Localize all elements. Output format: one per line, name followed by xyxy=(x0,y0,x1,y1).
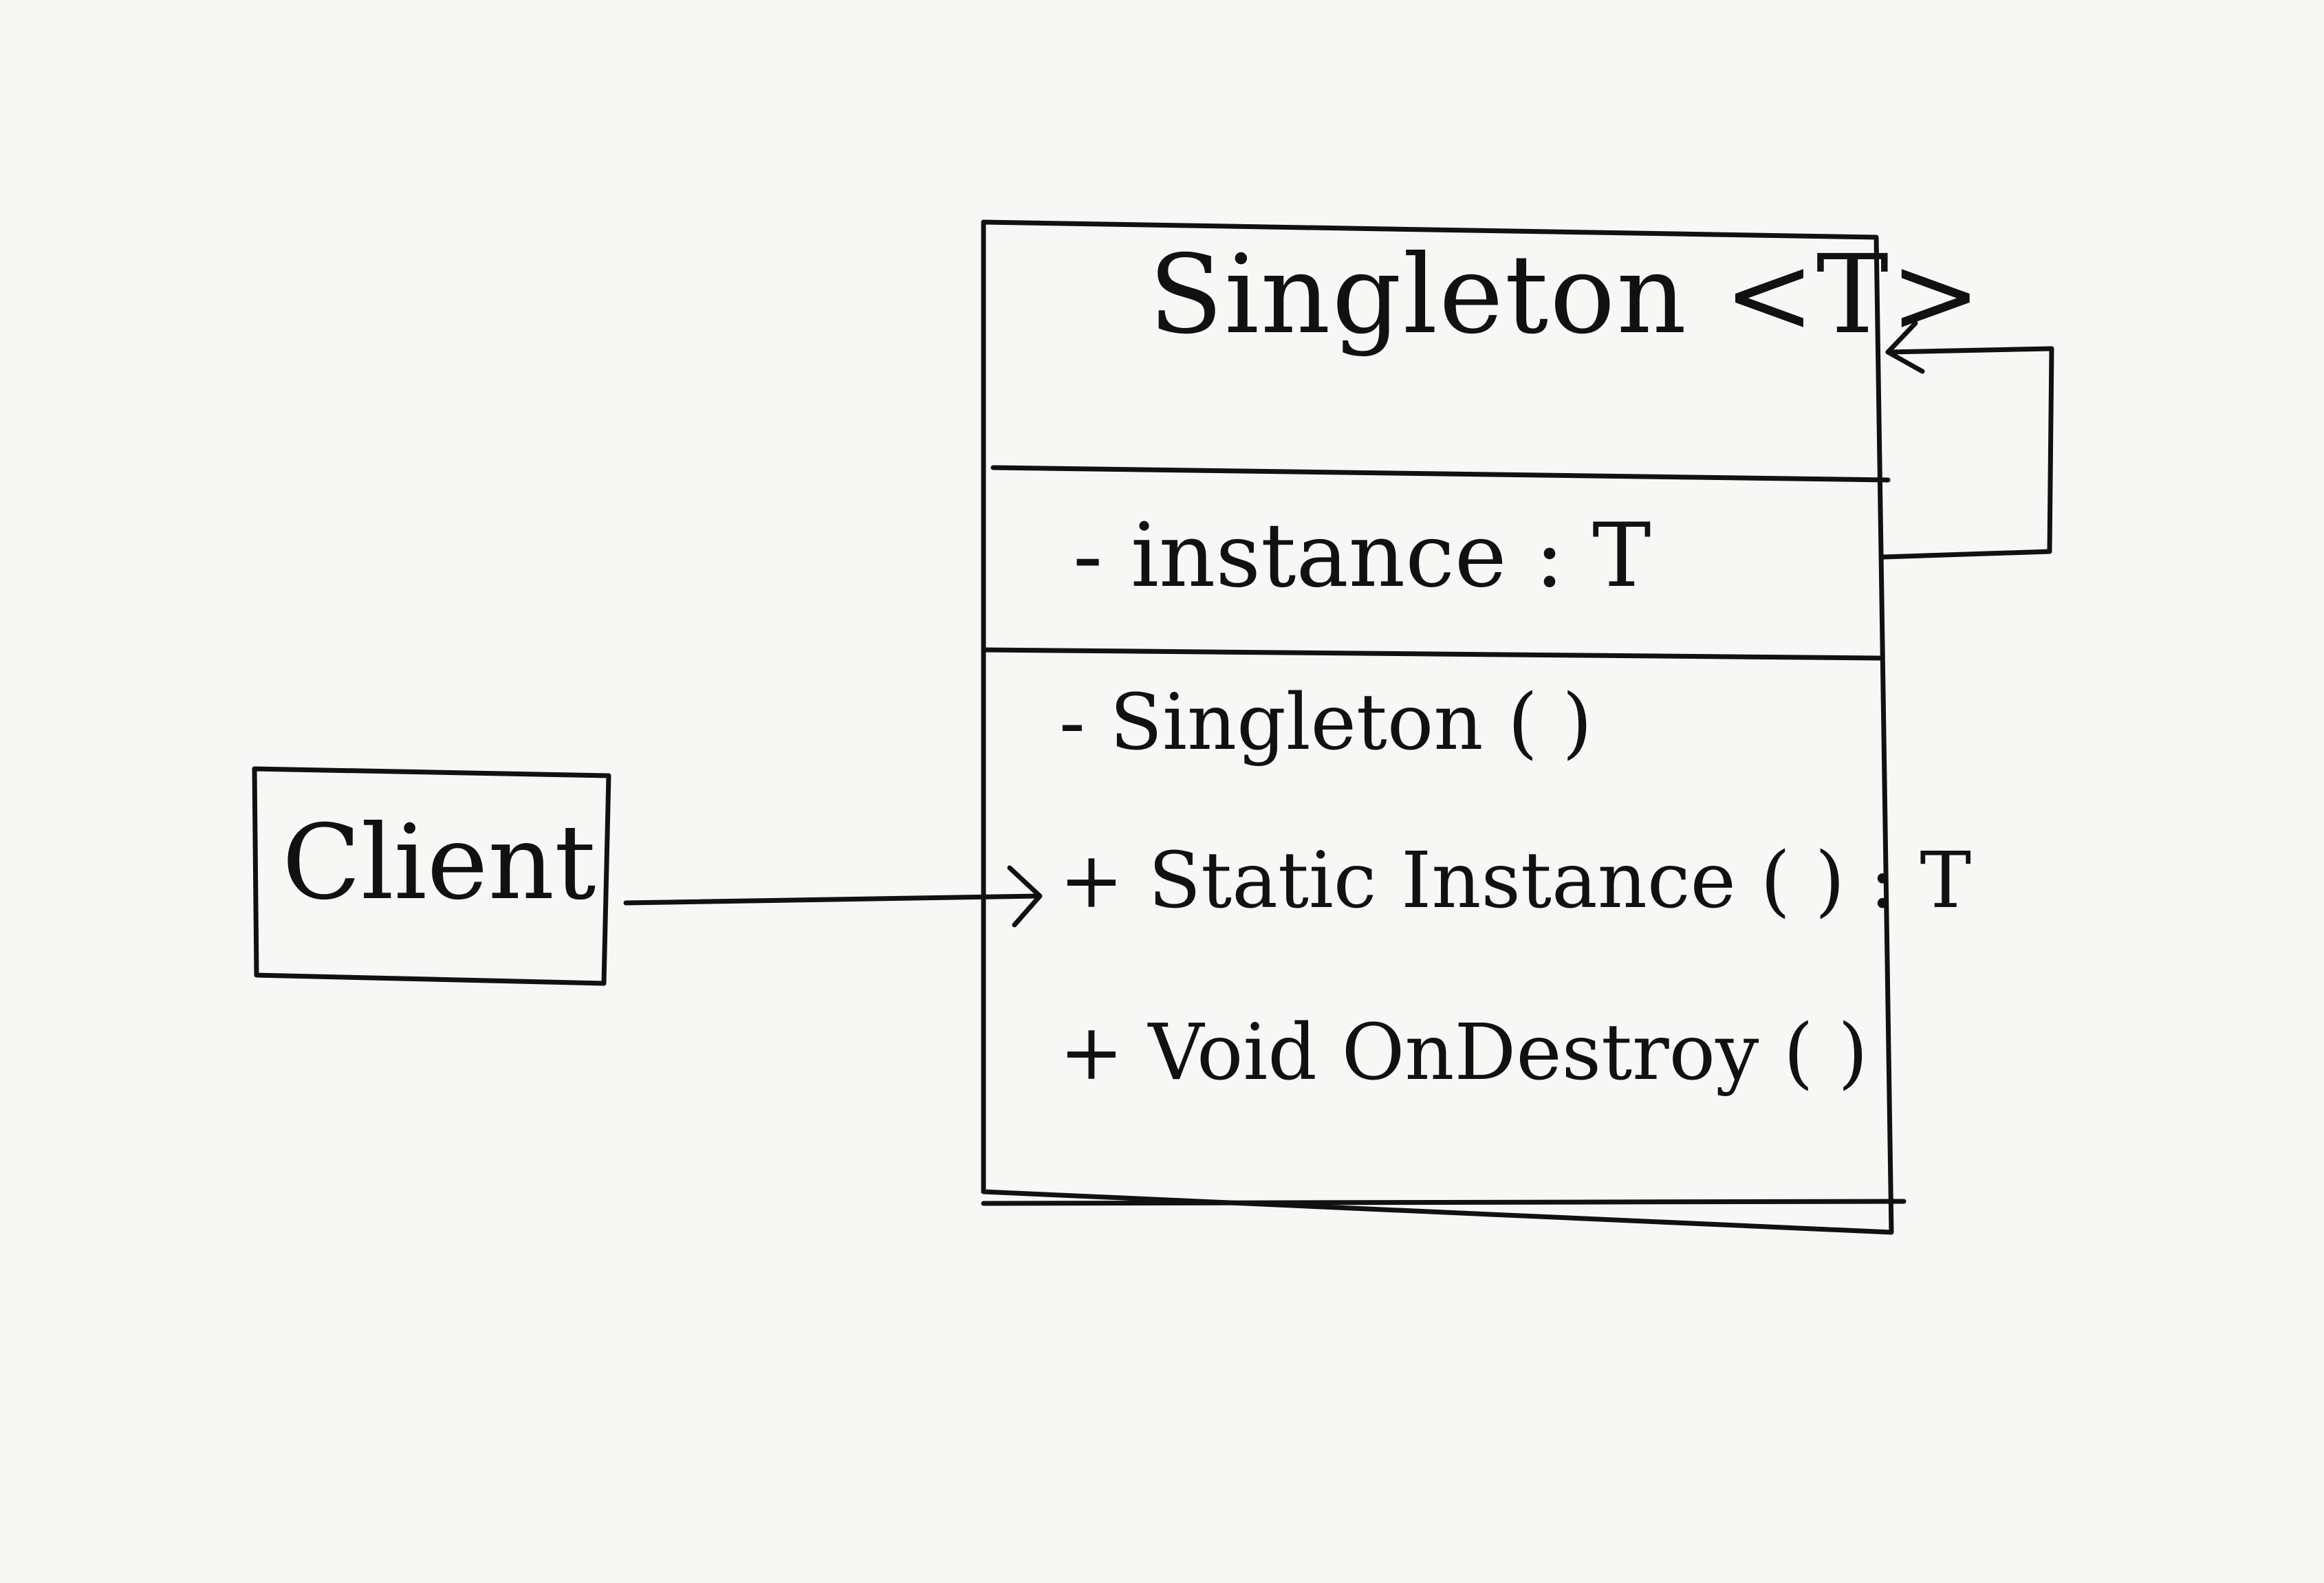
client-box xyxy=(252,766,611,986)
class-attribute-instance: - instance : T xyxy=(1073,505,1651,607)
self-association-path xyxy=(1880,346,2054,560)
client-label: Client xyxy=(282,803,596,923)
class-box-outer xyxy=(981,219,1894,1235)
association-arrow-line xyxy=(623,893,1041,906)
association-arrow-head xyxy=(1007,865,1043,928)
class-method-constructor: - Singleton ( ) xyxy=(1059,678,1593,767)
bottom-separator xyxy=(981,1199,1907,1206)
title-separator xyxy=(990,465,1891,483)
attribute-separator xyxy=(981,647,1882,661)
class-title: Singleton <T> xyxy=(1149,232,1983,358)
class-method-instance: + Static Instance ( ) : T xyxy=(1059,836,1972,926)
self-association-arrow-head xyxy=(1885,320,1925,374)
class-method-ondestroy: + Void OnDestroy ( ) xyxy=(1059,1008,1868,1098)
